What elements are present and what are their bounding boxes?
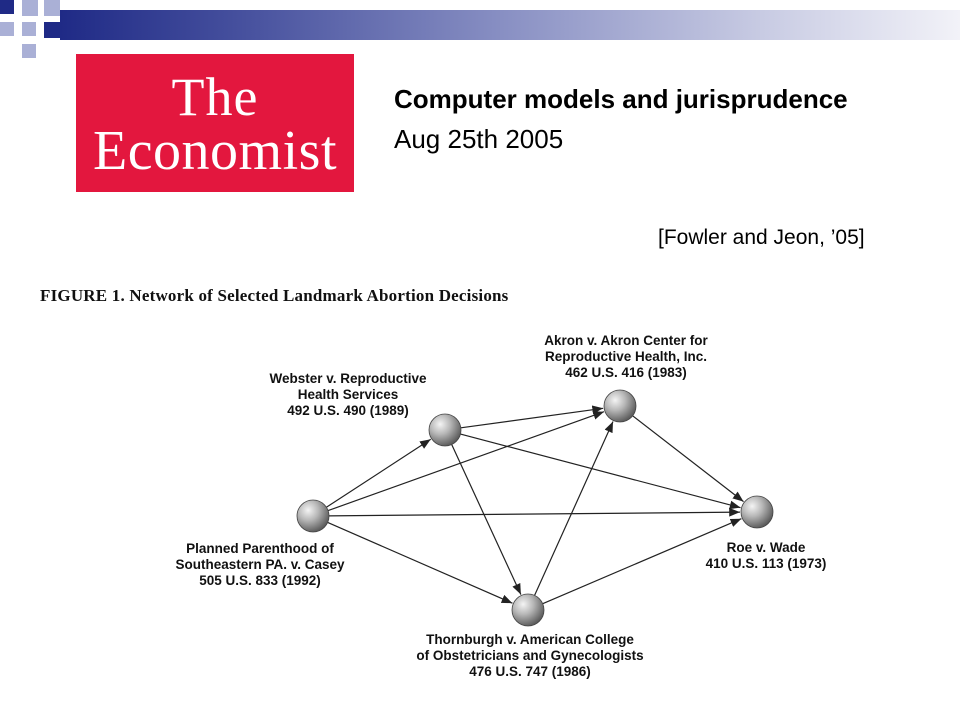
- edge-webster-to-roe: [460, 433, 741, 510]
- node-webster: [428, 413, 462, 447]
- node-label-line: 492 U.S. 490 (1989): [287, 403, 409, 418]
- node-label-line: 462 U.S. 416 (1983): [565, 365, 687, 380]
- node-label-line: Akron v. Akron Center for: [544, 333, 708, 348]
- logo-line-1: The: [171, 67, 259, 127]
- logo-line-2: Economist: [92, 120, 338, 182]
- edge-akron-to-roe: [632, 415, 744, 503]
- citation: [Fowler and Jeon, ’05]: [658, 226, 865, 249]
- edge-casey-to-akron: [327, 411, 605, 512]
- node-roe: [740, 495, 774, 529]
- node-thornburgh: [511, 593, 545, 627]
- edge-webster-to-akron: [460, 405, 604, 429]
- figure-caption: FIGURE 1. Network of Selected Landmark A…: [40, 286, 509, 305]
- node-label-line: of Obstetricians and Gynecologists: [416, 648, 643, 663]
- slide-title: Computer models and jurisprudence: [394, 84, 848, 114]
- node-label-line: 476 U.S. 747 (1986): [469, 664, 591, 679]
- node-label-line: Roe v. Wade: [727, 540, 806, 555]
- node-label-line: Health Services: [298, 387, 399, 402]
- corner-decoration: [0, 0, 80, 60]
- node-akron: [603, 389, 637, 423]
- node-label-line: 410 U.S. 113 (1973): [706, 556, 827, 571]
- edge-thornburgh-to-roe: [542, 518, 742, 605]
- edge-casey-to-webster: [326, 438, 432, 508]
- header-gradient-bar: [60, 10, 960, 40]
- node-casey: [296, 499, 330, 533]
- node-label-line: Southeastern PA. v. Casey: [175, 557, 345, 572]
- edge-casey-to-thornburgh: [327, 521, 513, 604]
- edge-webster-to-thornburgh: [451, 444, 522, 595]
- node-label-line: 505 U.S. 833 (1992): [199, 573, 321, 588]
- node-label-line: Reproductive Health, Inc.: [545, 349, 707, 364]
- node-label-line: Thornburgh v. American College: [426, 632, 634, 647]
- economist-logo: The Economist: [76, 54, 354, 192]
- node-label-line: Planned Parenthood of: [186, 541, 334, 556]
- node-label-line: Webster v. Reproductive: [269, 371, 427, 386]
- slide-date: Aug 25th 2005: [394, 124, 564, 154]
- edge-casey-to-roe: [328, 507, 741, 517]
- edge-thornburgh-to-akron: [534, 421, 614, 596]
